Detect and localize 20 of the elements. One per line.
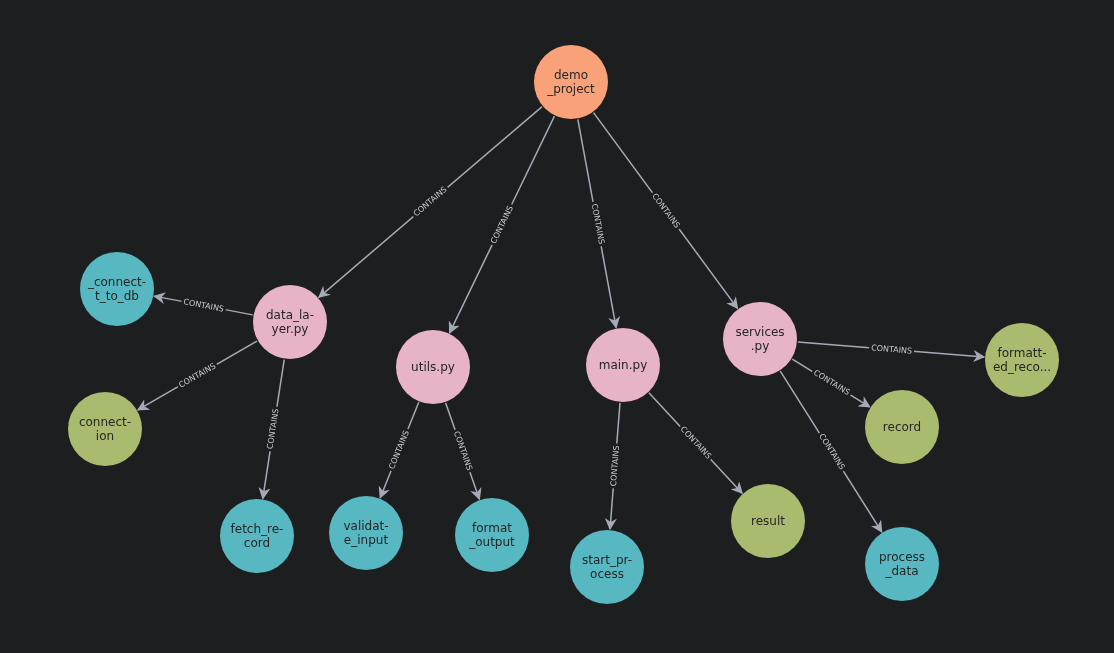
edge-label: CONTAINS (608, 443, 622, 489)
edge-label: CONTAINS (265, 406, 282, 452)
node-label: validat- e_input (343, 519, 389, 547)
node-label: utils.py (411, 360, 455, 374)
node-label: record (882, 420, 922, 434)
node-label: result (751, 514, 785, 528)
file-node (253, 285, 327, 359)
node-label: process _data (878, 550, 926, 578)
node-label: services .py (735, 325, 785, 353)
node-label: formatt- ed_reco... (992, 346, 1052, 374)
node-label: _connect- t_to_db (87, 275, 147, 303)
node-label: data_la- yer.py (265, 308, 314, 336)
edge-label: CONTAINS (868, 342, 914, 357)
node-label: fetch_re- cord (230, 522, 284, 550)
file-node (723, 302, 797, 376)
node-label: start_pr- ocess (581, 553, 633, 581)
node-label: demo _project (547, 68, 595, 96)
node-label: main.py (598, 358, 648, 372)
node-label: connect- ion (78, 415, 132, 443)
node-label: format _output (469, 521, 515, 549)
